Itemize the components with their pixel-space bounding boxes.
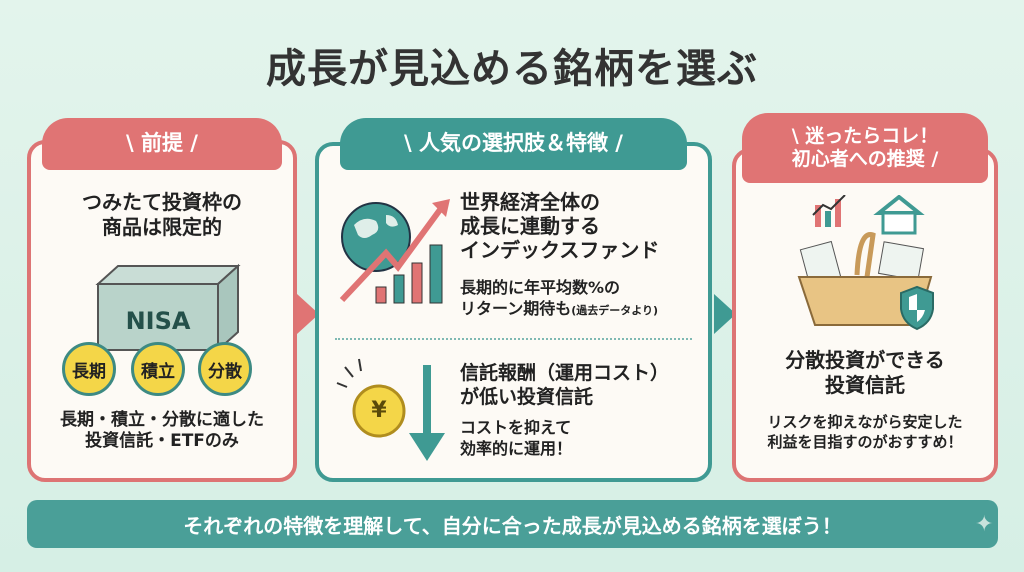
divider bbox=[335, 338, 692, 340]
badge-diversification: 分散 bbox=[198, 342, 252, 396]
note-line: 効率的に運用！ bbox=[460, 438, 573, 458]
arrow-right-icon bbox=[714, 294, 736, 334]
heading-line: 成長に連動する bbox=[460, 214, 600, 238]
summary-banner: それぞれの特徴を理解して、自分に合った成長が見込める銘柄を選ぼう！ bbox=[27, 500, 998, 548]
yen-coin-down-arrow-icon bbox=[336, 358, 445, 461]
globe-growth-chart-icon bbox=[339, 199, 450, 304]
tab-line: \ 迷ったらコレ！ bbox=[791, 125, 939, 148]
diversified-basket-icon bbox=[797, 195, 934, 331]
sparkle-icon: ✦ bbox=[975, 512, 994, 537]
badge-accumulation: 積立 bbox=[131, 342, 185, 396]
note-line: リターン期待も bbox=[460, 298, 572, 318]
arrow-right-icon bbox=[297, 294, 319, 334]
recommendation-tab: \ 迷ったらコレ！初心者への推奨 / bbox=[742, 113, 988, 183]
heading-line: 商品は限定的 bbox=[102, 215, 222, 239]
heading-line: 信託報酬（運用コスト） bbox=[460, 362, 670, 384]
note-line: リスクを抑えながら安定した bbox=[767, 413, 963, 431]
options-tab-label: \ 人気の選択肢＆特徴 / bbox=[404, 131, 623, 156]
heading-line: インデックスファンド bbox=[460, 238, 660, 262]
note-line: コストを抑えて bbox=[460, 418, 572, 437]
premise-tab-label: \ 前提 / bbox=[126, 131, 198, 156]
index-fund-heading: 世界経済全体の成長に連動するインデックスファンド bbox=[460, 190, 659, 262]
low-cost-note: コストを抑えて効率的に運用！ bbox=[460, 418, 572, 460]
premise-heading: つみたて投資枠の商品は限定的 bbox=[27, 190, 297, 240]
index-fund-note: 長期的に年平均数%のリターン期待も(過去データより) bbox=[460, 278, 658, 320]
page-title: 成長が見込める銘柄を選ぶ bbox=[266, 46, 758, 92]
heading-line: 世界経済全体の bbox=[460, 190, 600, 214]
note-source: (過去データより) bbox=[571, 303, 659, 317]
tab-line: 初心者への推奨 / bbox=[791, 148, 939, 170]
summary-text: それぞれの特徴を理解して、自分に合った成長が見込める銘柄を選ぼう！ bbox=[183, 513, 842, 538]
low-cost-heading: 信託報酬（運用コスト）が低い投資信託 bbox=[460, 362, 669, 410]
heading-line: つみたて投資枠の bbox=[82, 190, 242, 214]
recommendation-heading: 分散投資ができる投資信託 bbox=[732, 348, 998, 398]
heading-line: 分散投資ができる bbox=[785, 348, 945, 372]
note-line: 投資信託・ETFのみ bbox=[85, 431, 239, 452]
nisa-label: NISA bbox=[125, 307, 191, 335]
premise-tab: \ 前提 / bbox=[42, 118, 282, 170]
note-line: 長期・積立・分散に適した bbox=[60, 410, 264, 430]
options-tab: \ 人気の選択肢＆特徴 / bbox=[340, 118, 687, 170]
recommendation-note: リスクを抑えながら安定した利益を目指すのがおすすめ！ bbox=[732, 412, 998, 453]
heading-line: が低い投資信託 bbox=[460, 385, 594, 408]
badge-long-term: 長期 bbox=[62, 342, 116, 396]
note-line: 長期的に年平均数%の bbox=[460, 278, 621, 297]
premise-note: 長期・積立・分散に適した投資信託・ETFのみ bbox=[27, 410, 297, 453]
heading-line: 投資信託 bbox=[825, 373, 905, 397]
note-line: 利益を目指すのがおすすめ！ bbox=[767, 433, 963, 452]
yen-symbol: ¥ bbox=[371, 398, 387, 423]
